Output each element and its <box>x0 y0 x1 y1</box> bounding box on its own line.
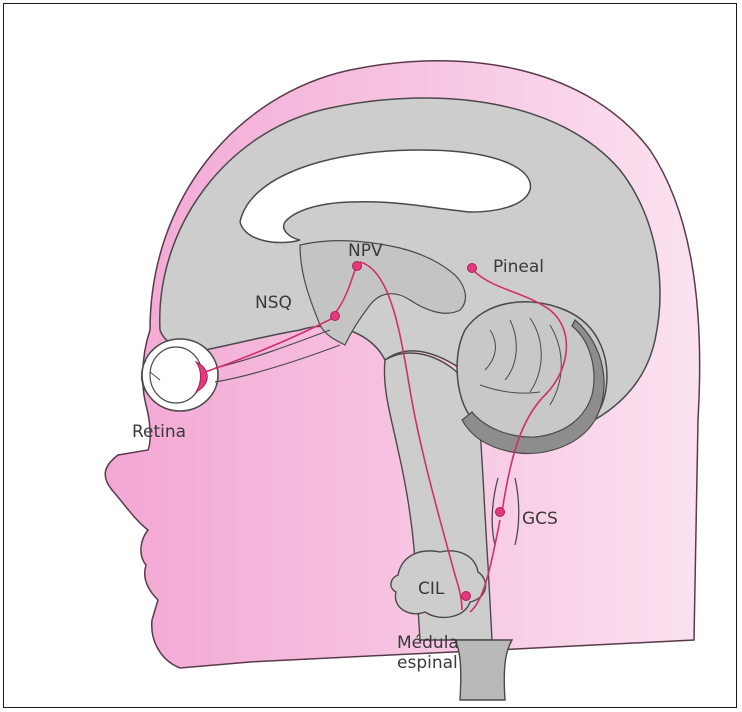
label-retina: Retina <box>132 422 186 442</box>
label-npv: NPV <box>348 241 383 261</box>
label-nsq: NSQ <box>255 293 292 313</box>
label-cil: CIL <box>418 579 445 599</box>
eye-icon <box>142 339 219 411</box>
label-pineal: Pineal <box>493 257 544 277</box>
label-medula-line2: espinal <box>397 653 458 673</box>
spinal-cord <box>455 640 512 700</box>
neuron-cell-icon <box>353 262 362 271</box>
neuron-cell-icon <box>462 592 471 601</box>
neuron-cell-icon <box>496 508 505 517</box>
label-gcs: GCS <box>522 509 558 529</box>
neuron-cell-icon <box>331 312 340 321</box>
label-medula-line1: Médula <box>397 633 459 653</box>
neuron-cell-icon <box>468 264 477 273</box>
